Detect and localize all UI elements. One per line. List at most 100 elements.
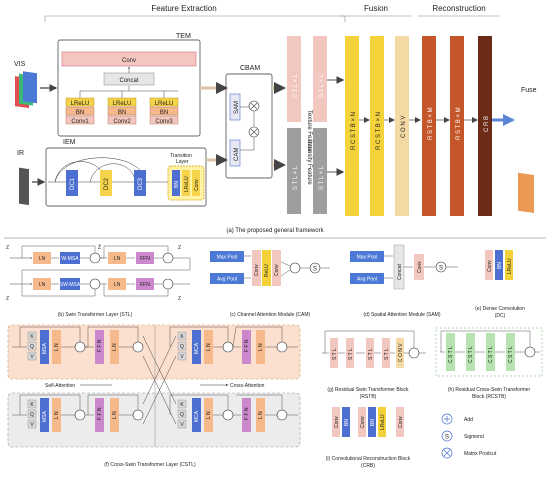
- rcstb-cstl-2: [466, 333, 475, 371]
- caption-g-2: (RSTB): [360, 394, 377, 400]
- cstl-top-mca: [192, 330, 201, 364]
- branch-2-act: LReLU: [113, 101, 132, 107]
- vis-label: VIS: [14, 61, 26, 68]
- crb-bn-2: [368, 407, 376, 437]
- cam-relu-label: ReLU: [264, 264, 270, 277]
- add-icon-cstl-4: [276, 341, 288, 353]
- cstl-top2-k: K: [180, 334, 184, 340]
- stl-ln-1: [33, 252, 51, 264]
- rcstb-cstl-4: [506, 333, 515, 371]
- cstl-bot-msa: [40, 398, 49, 432]
- cstl-cross-lines: [142, 335, 177, 425]
- rcstb-2-label: R C S T B × N: [376, 112, 382, 150]
- cbam-label: CBAM: [240, 65, 260, 72]
- sam-conv-label: Conv: [417, 261, 423, 273]
- sam-concat-label: Concat: [397, 264, 403, 280]
- cstl-panel: K Q V MSA L N F F N L N K Q V MCA L N F …: [7, 324, 301, 468]
- rcstb-cstl-3: [486, 333, 495, 371]
- dc3-block: DC3: [134, 170, 146, 196]
- rcstb-col-1: R C S T B × N: [345, 36, 359, 216]
- stl-intensity-1-label: S T L × L: [293, 165, 299, 190]
- reconstruction-title: Reconstruction: [432, 4, 485, 13]
- intensity-feature-label: Intensity Feature: [306, 140, 312, 185]
- add-icon-cstl-6: [132, 409, 144, 421]
- cstl-bot2-v: V: [180, 422, 184, 428]
- cstl-top-k: K: [30, 334, 34, 340]
- cam-panel: Max Pool Avg Pool Conv ReLU Conv S (c) C…: [210, 250, 330, 318]
- cstl-top-msa-label: MSA: [42, 343, 48, 355]
- stl-z-hat: Ẑ: [98, 243, 101, 251]
- stl-ln-4-label: LN: [114, 282, 121, 288]
- cstl-bot-ln-1: [52, 398, 61, 432]
- legend-matrix-label: Matrix Prodcut: [464, 451, 497, 457]
- rstb-stl-2-label: S T L: [348, 348, 354, 360]
- rstb-2-label: R S T B × M: [456, 107, 462, 140]
- add-icon-cstl-5: [74, 409, 86, 421]
- cstl-bot-ffn-2-label: F F N: [244, 407, 250, 420]
- crb-col-label: C R B: [484, 116, 490, 132]
- transition-bn: BN: [174, 181, 180, 188]
- cstl-bot-ffn: [95, 398, 104, 432]
- stl-wmsa: [60, 252, 80, 264]
- cstl-bot-ln-2: [110, 398, 119, 432]
- iem-label: IEM: [63, 139, 76, 146]
- branch-1-act: LReLU: [71, 101, 90, 107]
- stl-texture-col-1: S T L × L: [287, 36, 301, 122]
- branch-1-bn: BN: [76, 110, 84, 116]
- rcstb-connectors: [440, 330, 540, 353]
- crb-col: C R B: [478, 36, 492, 216]
- crb-lrelu: [378, 407, 386, 437]
- add-icon-cstl-7: [222, 409, 234, 421]
- crb-conv-1: [332, 407, 340, 437]
- stl-ln-4: [108, 278, 126, 290]
- matrix-product-icon-2: [248, 126, 260, 138]
- rstb-col-2: R S T B × M: [450, 36, 464, 216]
- rcstb-cstl-2-label: C S T L: [468, 346, 474, 363]
- sam-panel: Max Pool Avg Pool Concat Conv S (d) Spat…: [350, 244, 458, 318]
- branch-2-conv: Conv2: [113, 119, 131, 125]
- cam-maxpool-label: Max Pool: [217, 255, 238, 261]
- dc1-label: DC1: [70, 177, 76, 190]
- dc-conv-label: Conv: [487, 260, 493, 272]
- sam-label: SAM: [234, 101, 240, 114]
- crb-conv-1-label: Conv: [334, 416, 340, 428]
- sigmoid-icon: S: [441, 430, 453, 442]
- rstb-stl-2: [346, 338, 354, 368]
- caption-e-1: (e) Dense Convolution: [475, 306, 525, 312]
- tem-label: TEM: [176, 33, 191, 40]
- ir-image: [19, 167, 29, 206]
- crb-conv-3: [396, 407, 404, 437]
- sam-avgpool-label: Avg Pool: [357, 277, 377, 283]
- rstb-stl-4: [382, 338, 390, 368]
- cam-avgpool: [210, 273, 244, 284]
- add-icon-stl-2: [162, 252, 174, 264]
- stl-ln-3: [33, 278, 51, 290]
- cstl-top-q: Q: [30, 344, 34, 350]
- caption-e-2: (DC): [495, 313, 506, 319]
- cstl-top-ln-2: [110, 330, 119, 364]
- rstb-stl-4-label: S T L: [384, 348, 390, 360]
- cstl-bot-ln-2-label: L N: [112, 411, 118, 419]
- cstl-bot-ln-3-label: L N: [206, 411, 212, 419]
- branch-2-bn: BN: [118, 110, 126, 116]
- transition-label-1: Transition: [170, 153, 192, 159]
- rstb-stl-3: [366, 338, 374, 368]
- transition-blocks: BN LReLU Conv: [172, 170, 200, 196]
- cbam-box: [225, 73, 273, 179]
- rcstb-1-label: R C S T B × N: [351, 112, 357, 150]
- add-icon-stl-3: [89, 278, 101, 290]
- cstl-bot-msa-label: MSA: [42, 411, 48, 423]
- stl-ffn-2: [136, 278, 154, 290]
- add-icon-stl-4: [162, 278, 174, 290]
- cstl-bot-mca-label: MCA: [194, 410, 200, 422]
- crb-conv-3-label: Conv: [398, 416, 404, 428]
- branch-1-conv: Conv1: [71, 119, 89, 125]
- crb-conv-2-label: Conv: [360, 416, 366, 428]
- cstl-top-ffn-2-label: F F N: [244, 339, 250, 352]
- cstl-top-qkv: K Q V: [27, 331, 37, 361]
- rstb-panel: S T L S T L S T L S T L C O N V (g) Resi…: [322, 330, 426, 400]
- rstb-col-1: R S T B × M: [422, 36, 436, 216]
- stl-ffn-1: [136, 252, 154, 264]
- fusion-title: Fusion: [364, 4, 388, 13]
- stl-texture-1-label: S T L × L: [293, 73, 299, 98]
